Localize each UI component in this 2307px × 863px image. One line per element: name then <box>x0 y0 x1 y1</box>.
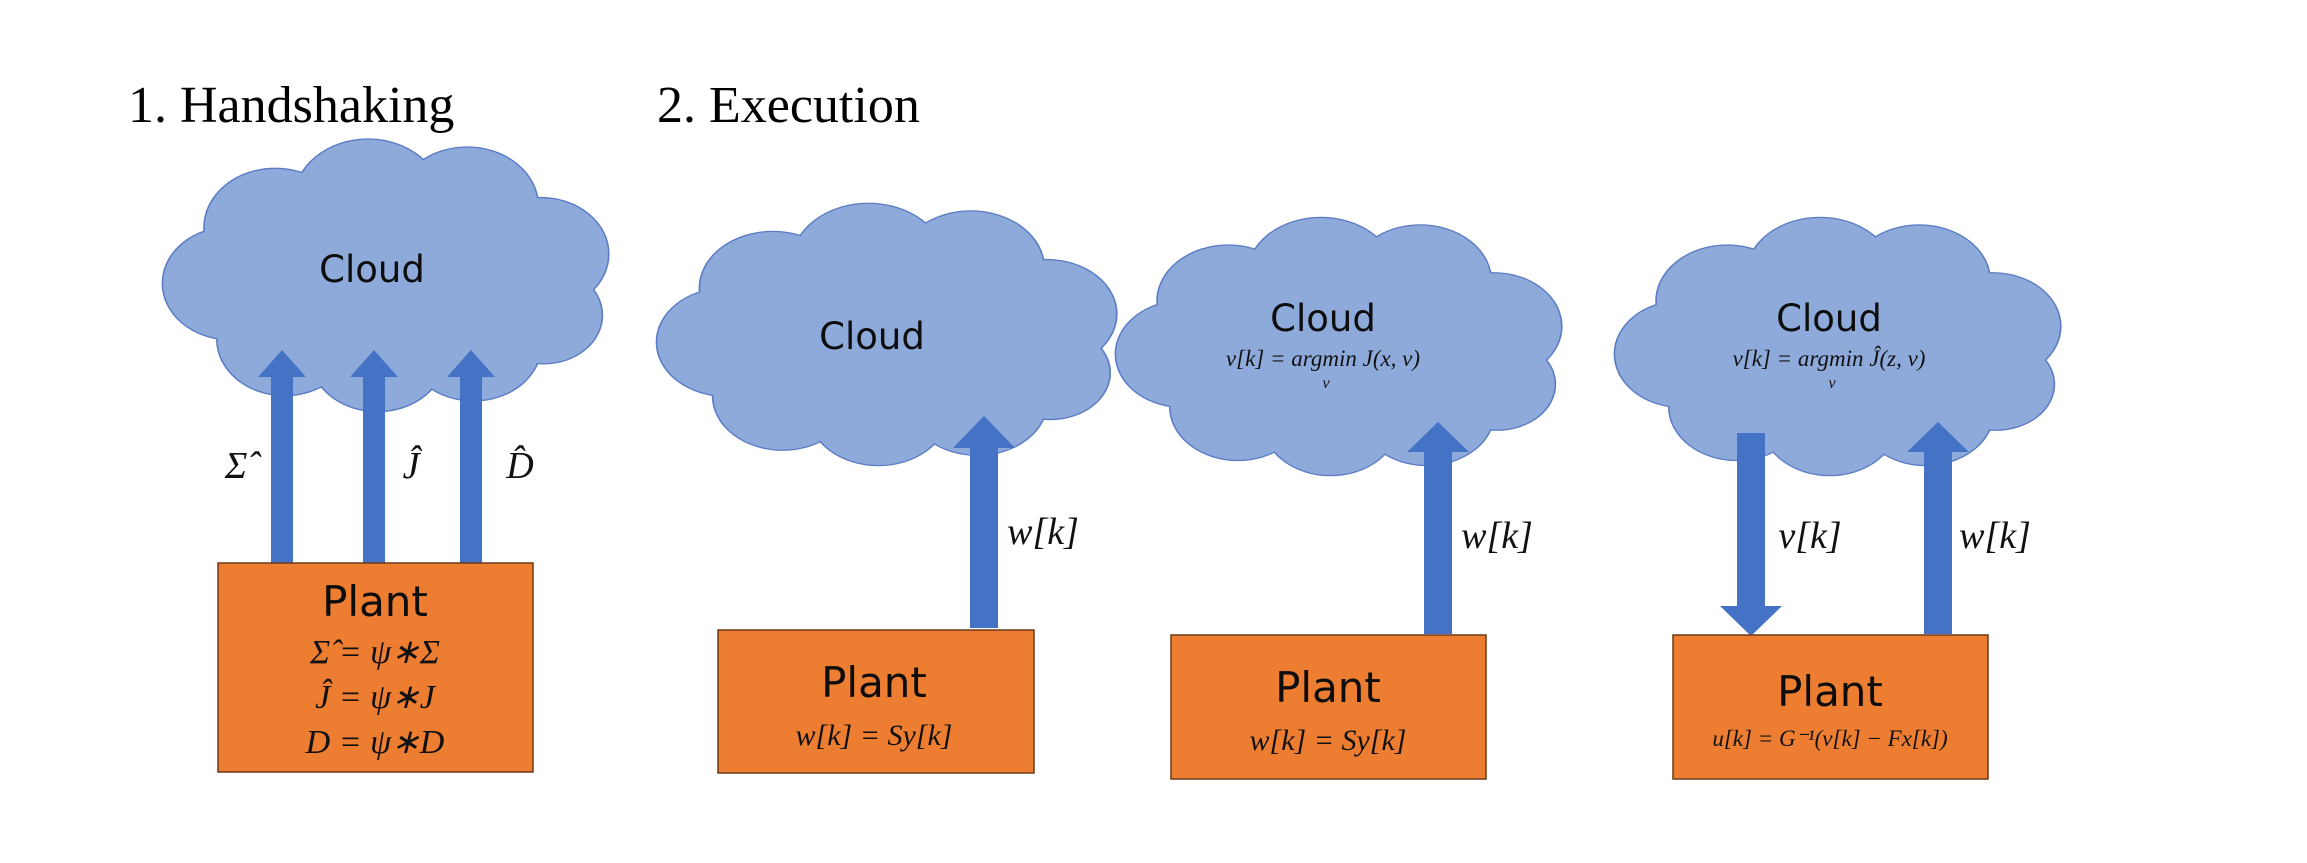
arrow-label-d-hat: D̂ <box>505 445 533 487</box>
exec3-arrow-up <box>1907 422 1969 634</box>
exec1-arrow-label: w[k] <box>1007 511 1079 553</box>
section-title-execution: 2. Execution <box>657 77 920 134</box>
handshaking-plant-eq-2: Ĵ = ψ∗J <box>315 678 437 716</box>
exec2-arrow-up <box>1407 422 1469 634</box>
handshaking-arrow-d <box>447 350 495 563</box>
exec2-plant-eq: w[k] = Sy[k] <box>1250 724 1407 757</box>
exec2-plant-box <box>1170 634 1487 780</box>
handshaking-plant-eq-3: D = ψ∗D <box>305 724 445 761</box>
exec2-cloud-eq: v[k] = argmin J(x, v) <box>1226 346 1420 371</box>
exec2-plant-label: Plant <box>1275 663 1381 712</box>
exec1-plant-box <box>717 629 1035 774</box>
handshaking-plant-box <box>217 562 534 773</box>
exec1-arrow-up <box>953 416 1015 628</box>
exec1-cloud-label: Cloud <box>819 315 925 358</box>
exec2-cloud-eq-sub: v <box>1322 375 1330 392</box>
exec2-cloud-label: Cloud <box>1270 297 1376 340</box>
exec3-cloud-eq: v[k] = argmin Ĵ(z, v) <box>1733 345 1926 371</box>
handshaking-cloud-label: Cloud <box>319 248 425 291</box>
exec2-arrow-label: w[k] <box>1461 515 1533 557</box>
exec3-arrow-label-v: v[k] <box>1778 515 1841 557</box>
exec3-plant-box <box>1672 634 1989 780</box>
exec3-plant-label: Plant <box>1777 667 1883 716</box>
exec3-arrow-label-w: w[k] <box>1959 515 2031 557</box>
handshaking-arrow-j <box>350 350 398 563</box>
exec1-plant-label: Plant <box>821 658 927 707</box>
exec1-plant-eq: w[k] = Sy[k] <box>796 719 953 752</box>
exec3-arrow-down <box>1720 433 1782 636</box>
exec3-plant-eq: u[k] = G⁻¹(v[k] − Fx[k]) <box>1712 726 1947 751</box>
exec3-cloud-label: Cloud <box>1776 297 1882 340</box>
handshaking-plant-label: Plant <box>322 577 428 626</box>
section-title-handshaking: 1. Handshaking <box>128 77 455 134</box>
exec3-cloud-eq-sub: v <box>1828 375 1836 392</box>
arrow-label-j-hat: Ĵ <box>403 445 423 487</box>
handshaking-plant-eq-1: Σ̂ = ψ∗Σ <box>309 634 440 671</box>
arrow-label-sigma-hat: Σ̂ <box>224 445 263 487</box>
handshaking-arrow-sigma <box>258 350 306 563</box>
